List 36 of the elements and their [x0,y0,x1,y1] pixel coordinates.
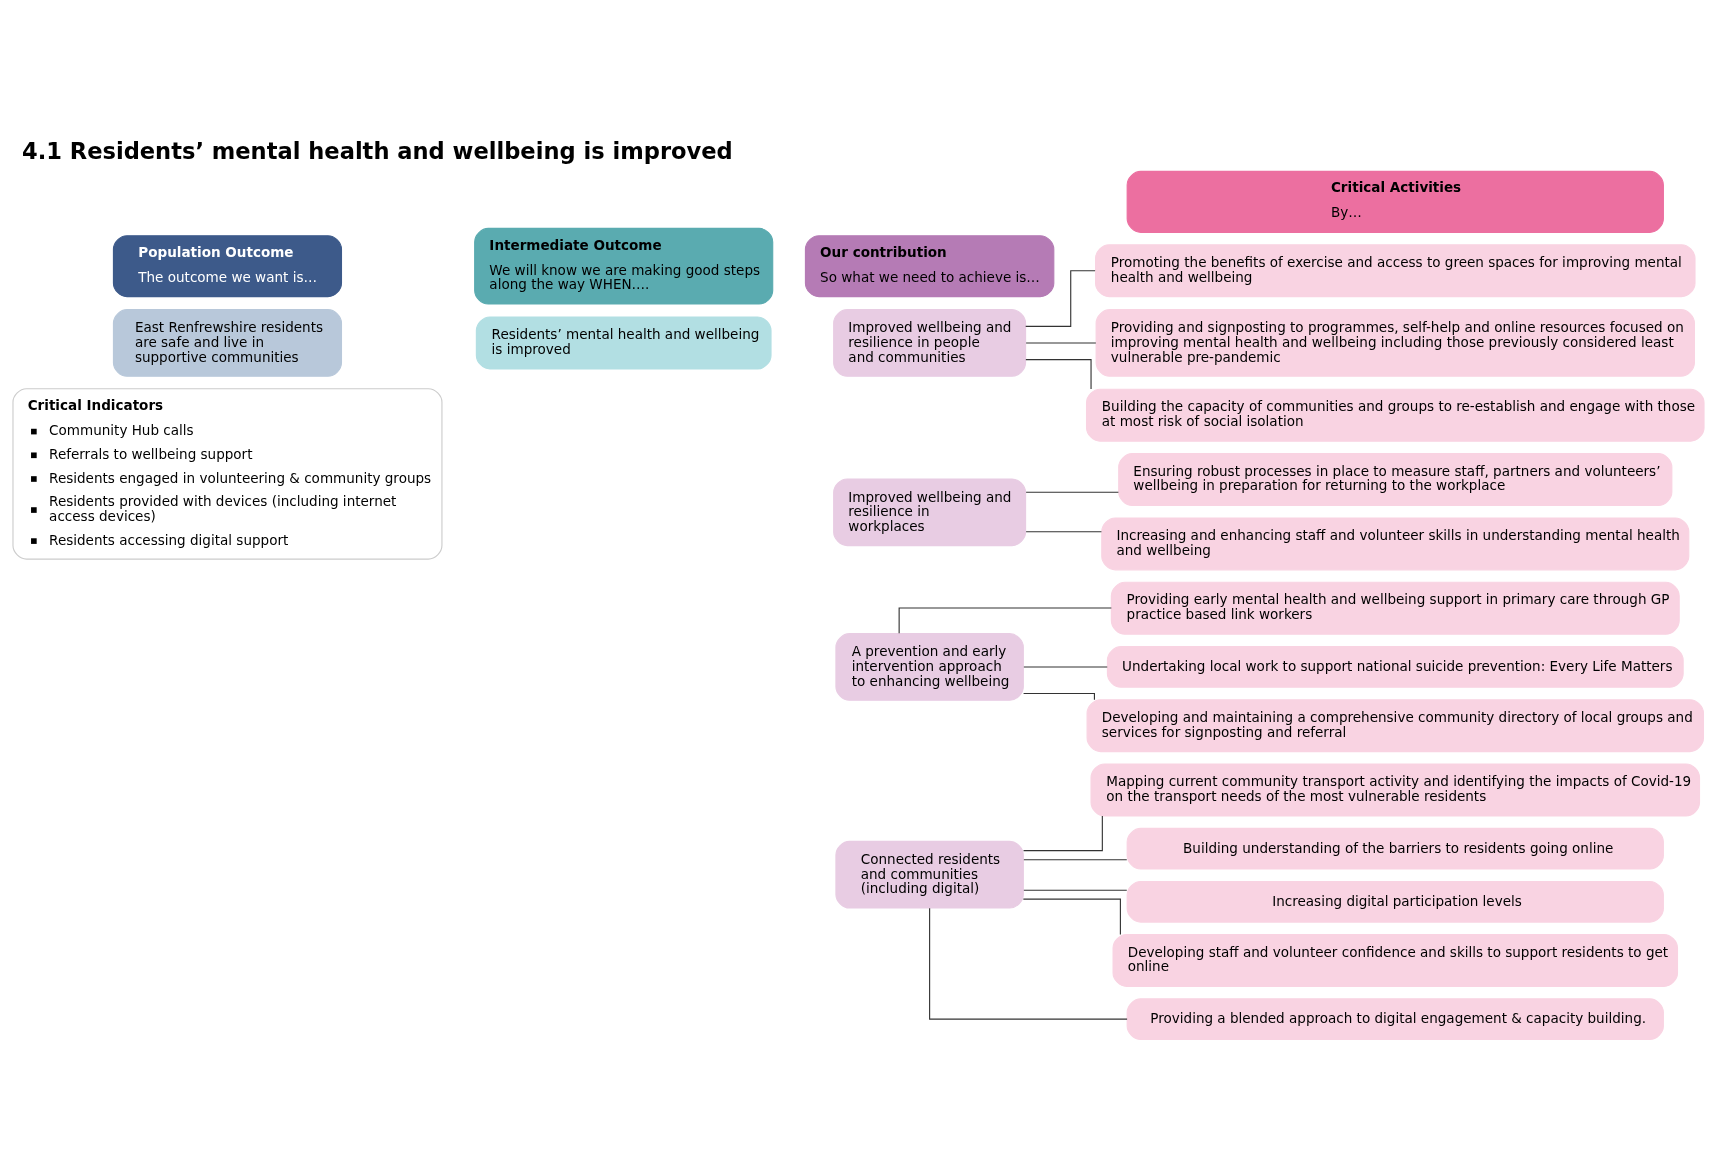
connector [1025,269,1096,327]
node-box: Increasing and enhancing staff and volunteer skills in understanding mental health and wellbeing [1101,516,1690,570]
node-box: Providing early mental health and wellbeing support in primary care through GP practice based link workers [1110,581,1680,635]
node-box: Providing a blended approach to digital engagement & capacity building. [1126,997,1664,1040]
node-box: Critical Indicators Community Hub calls Referrals to wellbeing support Residents engaged in volunteering & community groups Residents provided with devices (including internet access devices) Residents accessing digital support [12,387,443,560]
node-box: Developing and maintaining a comprehensive community directory of local groups and services for signposting and referral [1086,698,1705,752]
node-box: Promoting the benefits of exercise and access to green spaces for improving mental health and wellbeing [1095,243,1696,297]
node-box: Improved wellbeing and resilience in people and communities [833,308,1027,377]
node-box: Developing staff and volunteer confidence and skills to support residents to get online [1112,933,1679,987]
connector [1023,889,1128,891]
node-box: Increasing digital participation levels [1126,880,1664,923]
node-box: Mapping current community transport activity and identifying the impacts of Covid-19 on the transport needs of the most vulnerable residents [1090,762,1701,817]
node-box: Building the capacity of communities and groups to re-establish and engage with those at most risk of social isolation [1085,388,1705,442]
node-box: East Renfrewshire residents are safe and live in supportive communities [112,308,343,377]
node-box: Connected residents and communities (including digital) [835,840,1024,909]
connector [1023,815,1103,851]
connector [1023,858,1128,860]
connector [1025,358,1092,390]
connector [1025,530,1102,532]
diagram-title: 4.1 Residents’ mental health and wellbeing is improved [22,137,733,164]
connector [1025,491,1119,493]
node-box: Population Outcome The outcome we want is… [112,234,343,297]
node-box: Residents’ mental health and wellbeing is improved [475,315,772,369]
node-box: Undertaking local work to support national suicide prevention: Every Life Matters [1106,645,1684,688]
connector [1022,898,1121,935]
connector [1023,692,1095,700]
node-box: Providing and signposting to programmes, self-help and online resources focused on improving mental health and wellbeing including those previously considered least vulnerable pre-pandemic [1095,308,1695,377]
node-box: Building understanding of the barriers to residents going online [1126,827,1664,870]
connector [898,606,1112,634]
node-box: Critical Activities By… [1126,170,1664,233]
node-box: Ensuring robust processes in place to measure staff, partners and volunteers’ wellbeing in preparation for returning to the workplace [1118,452,1673,506]
node-box: Improved wellbeing and resilience in workplaces [833,477,1027,546]
connector [929,907,1128,1020]
node-box: Intermediate Outcome We will know we are making good steps along the way WHEN…. [474,227,774,305]
node-box: A prevention and early intervention approach to enhancing wellbeing [835,632,1024,701]
node-box: Our contribution So what we need to achieve is… [804,234,1055,297]
